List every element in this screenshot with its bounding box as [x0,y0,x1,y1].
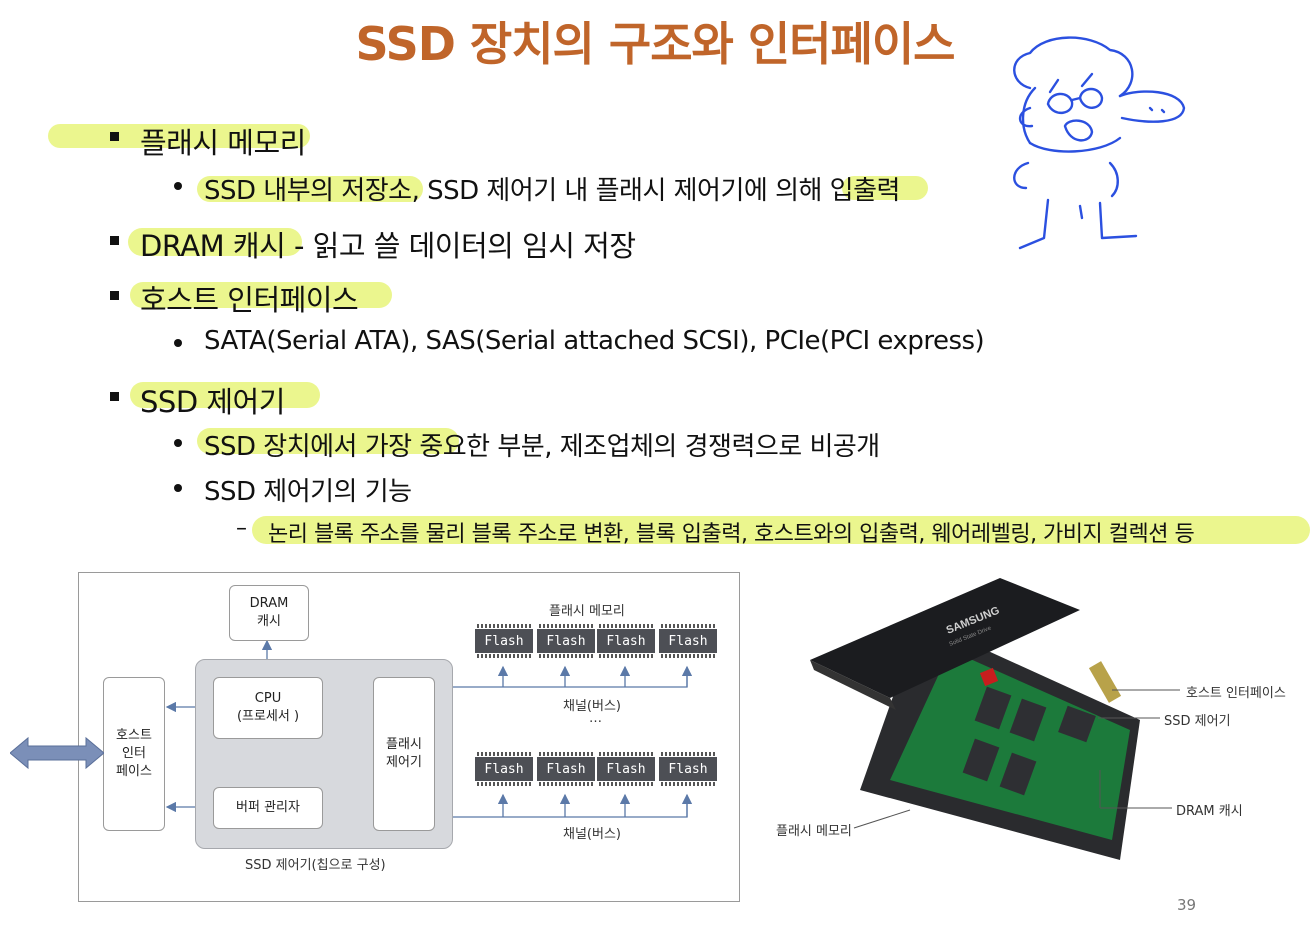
flash-chip: Flash [659,624,717,658]
flash-chip: Flash [537,624,595,658]
page-number: 39 [1177,896,1197,914]
bullet-host-interface-detail: SATA(Serial ATA), SAS(Serial attached SC… [204,326,985,356]
buffer-manager-box: 버퍼 관리자 [213,787,323,829]
bullet-dot [174,182,182,190]
channel-bus-label: 채널(버스) [563,699,621,714]
flash-memory-label: 플래시 메모리 [549,604,625,619]
bullet-dash: – [236,516,247,541]
flash-chip: Flash [475,752,533,786]
host-interface-box: 호스트 인터 페이스 [103,677,165,831]
bullet-square [110,291,119,300]
flash-chip: Flash [537,752,595,786]
bullet-dot [174,484,182,492]
flash-chip: Flash [659,752,717,786]
label-host-interface: 호스트 인터페이스 [1186,686,1286,701]
bullet-dram-cache: DRAM 캐시 - 읽고 쓸 데이터의 임시 저장 [140,229,636,263]
highlight-stroke [842,176,928,200]
bullet-host-interface: 호스트 인터페이스 [140,283,359,317]
controller-caption: SSD 제어기(칩으로 구성) [245,858,386,873]
label-flash-memory: 플래시 메모리 [776,824,852,839]
cpu-box: CPU (프로세서 ) [213,677,323,739]
bullet-flash-memory-detail: SSD 내부의 저장소, SSD 제어기 내 플래시 제어기에 의해 입출력 [204,176,900,206]
highlight-stroke [130,382,320,408]
flash-chip: Flash [597,624,655,658]
bullet-dot [174,439,182,447]
host-double-arrow-icon [10,736,104,770]
bullet-square [110,392,119,401]
bullet-controller-function-list: 논리 블록 주소를 물리 블록 주소로 변환, 블록 입출력, 호스트와의 입출… [268,522,1195,547]
page-title: SSD 장치의 구조와 인터페이스 [355,17,956,71]
highlight-stroke [197,428,459,454]
highlight-stroke [48,124,310,148]
highlight-stroke [128,228,302,256]
flash-controller-box: 플래시 제어기 [373,677,435,831]
bullet-ssd-controller: SSD 제어기 [140,385,285,419]
ellipsis-label: … [589,711,602,726]
dram-cache-box: DRAM 캐시 [229,585,309,641]
bullet-flash-memory: 플래시 메모리 [140,126,306,160]
bullet-controller-functions: SSD 제어기의 기능 [204,477,412,507]
bullet-square [110,236,119,245]
channel-bus-label: 채널(버스) [563,827,621,842]
ssd-photo: SAMSUNG Solid State Drive [810,578,1180,860]
label-ssd-controller: SSD 제어기 [1164,714,1231,729]
highlight-stroke [252,516,1310,544]
ssd-architecture-diagram: DRAM 캐시 호스트 인터 페이스 CPU (프로세서 ) 버퍼 관리자 플래… [78,572,740,902]
bullet-dot [174,339,182,347]
highlight-stroke [130,282,392,308]
flash-chip: Flash [475,624,533,658]
bullet-square [110,132,119,141]
doodle-drawing [1013,36,1186,250]
bullet-controller-importance: SSD 장치에서 가장 중요한 부분, 제조업체의 경쟁력으로 비공개 [204,432,880,462]
flash-chip: Flash [597,752,655,786]
label-dram-cache: DRAM 캐시 [1176,804,1243,819]
highlight-stroke [197,176,423,202]
